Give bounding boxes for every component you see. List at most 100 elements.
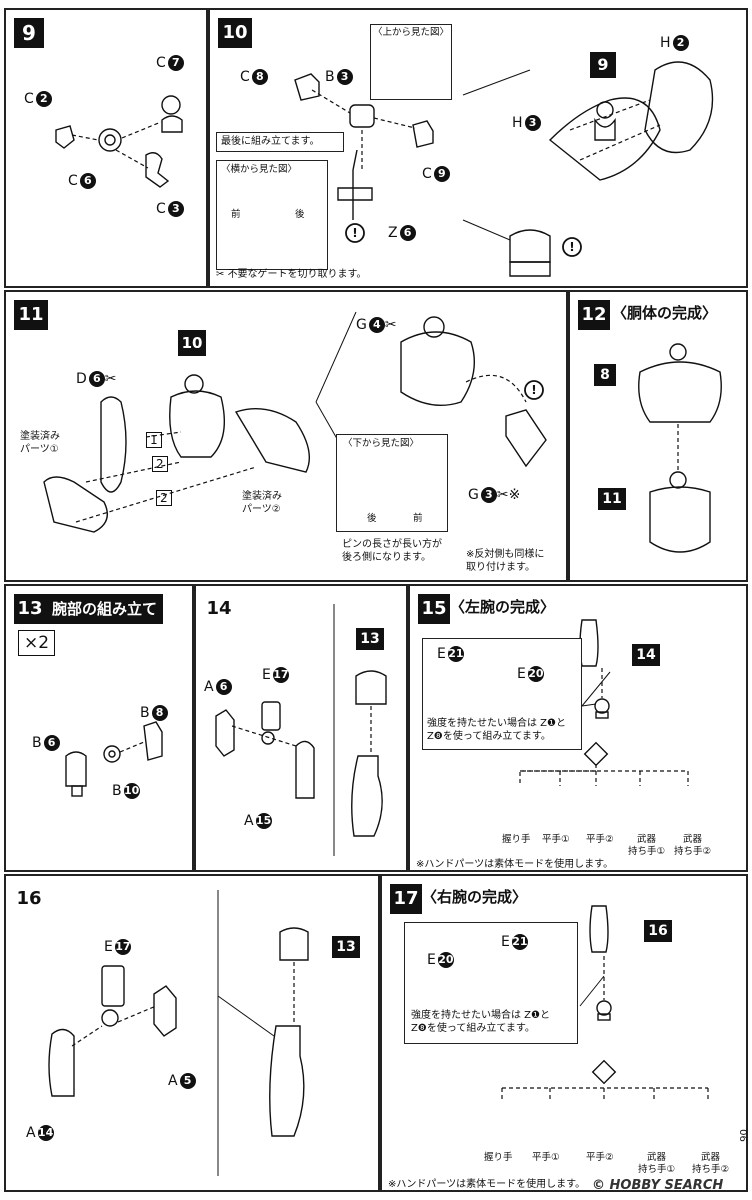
hand-weapon-1: 武器 持ち手① [638,1152,676,1175]
arrow-step-1: 1 [146,432,162,448]
step-14-diagram [215,604,387,856]
ref-step-14: 14 [632,644,660,666]
hand-parts-note: ※ハンドパーツは素体モードを使用します。 [388,1179,586,1190]
ref-step-9: 9 [590,52,616,78]
back-label: 後 [295,209,305,220]
step-9-diagram [55,95,183,188]
step-10-panel: 10 !!!! C8 B3 C9 Z6 H2 H3 9 [208,8,748,288]
hand-parts-note: ※ハンドパーツは素体モードを使用します。 [416,859,614,870]
hand-weapon-2: 武器 持ち手② [674,834,712,857]
step-title: 〈左腕の完成〉 [450,598,556,616]
step-number: 9 [14,18,44,48]
page-number: 06 [736,1129,748,1142]
step-number: 14 [206,598,232,619]
svg-text:!: ! [352,226,357,240]
step-number: 16 [16,888,42,909]
hand-flat-2: 平手② [586,834,614,845]
cut-icon: ✂ [384,317,397,333]
step-title: 〈胴体の完成〉 [612,304,718,322]
painted-part-1-label: 塗装済みパーツ① [20,431,60,455]
hand-grip: 握り手 [484,1152,513,1163]
bottom-view-inset: 〈下から見た図〉 後 前 [336,434,448,532]
hand-flat-2: 平手② [586,1152,614,1163]
step-number: 13 [14,594,46,624]
hand-grip: 握り手 [502,834,531,845]
watermark: © HOBBY SEARCH [592,1178,724,1193]
step-11-diagram: !! [43,311,547,533]
ref-step-13: 13 [332,936,360,958]
hand-flat-1: 平手① [542,834,570,845]
ref-step-11: 11 [598,488,626,510]
ref-step-16: 16 [644,920,672,942]
last-assemble-callout: 最後に組み立てます。 [216,132,344,152]
top-view-inset: 〈上から見た図〉 [370,24,452,100]
nipper-icon: ✂ [216,269,228,280]
step-number: 11 [14,300,48,330]
ref-step-13: 13 [356,628,384,650]
svg-text:!: ! [569,240,574,254]
step-12-panel: 12 〈胴体の完成〉 8 11 [568,290,748,582]
pin-note: ピンの長さが長い方が後ろ側になります。 [342,539,442,563]
step-number: 12 [578,300,610,330]
quantity-x2: ×2 [18,630,56,656]
painted-part-2-label: 塗装済みパーツ② [242,491,282,515]
back-label: 後 [367,513,377,524]
side-view-caption: 〈横から見た図〉 [221,164,298,175]
top-view-caption: 〈上から見た図〉 [373,27,450,38]
front-label: 前 [413,513,423,524]
step-number: 17 [390,884,422,914]
step-12-diagram [638,343,722,553]
front-label: 前 [231,209,241,220]
cut-icon: ✂ [496,487,509,503]
step-number: 10 [218,18,252,48]
ref-step-10: 10 [178,330,206,356]
gate-note: ✂ 不要なゲートを切り取ります。 [216,269,367,280]
step-16-diagram [48,890,309,1176]
reverse-side-note: ※反対側も同様に取り付けます。 [466,549,545,573]
bottom-view-caption: 〈下から見た図〉 [343,438,420,449]
ref-step-8: 8 [594,364,616,386]
side-view-inset: 〈横から見た図〉 前 後 [216,160,328,270]
step-number: 15 [418,594,450,624]
step-13-diagram [65,721,163,797]
hand-weapon-1: 武器 持ち手① [628,834,666,857]
step-title: 腕部の組み立て [46,594,164,624]
arrow-step-2b: 2 [156,490,172,506]
hand-weapon-2: 武器 持ち手② [692,1152,730,1175]
step-title: 〈右腕の完成〉 [422,888,528,906]
cut-icon: ✂ [104,371,117,387]
hand-flat-1: 平手① [532,1152,560,1163]
